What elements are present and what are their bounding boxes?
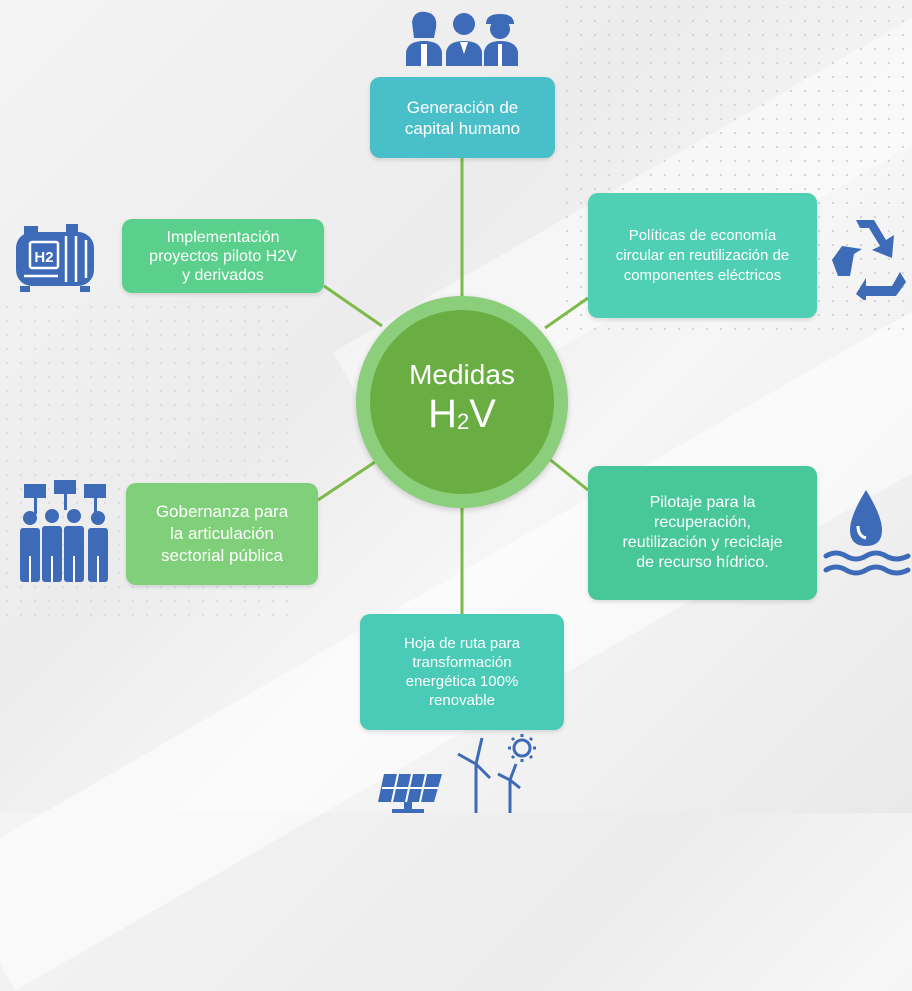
node-economia-circular: Políticas de economía circular en reutil… — [588, 193, 817, 318]
central-node-inner: Medidas H2V — [370, 310, 554, 494]
central-node: Medidas H2V — [356, 296, 568, 508]
node-gobernanza: Gobernanza para la articulación sectoria… — [126, 483, 318, 585]
protest-crowd-icon — [20, 480, 108, 582]
node-hoja-de-ruta: Hoja de ruta para transformación energét… — [360, 614, 564, 730]
water-drop-icon — [823, 490, 911, 576]
recycle-icon — [832, 220, 906, 300]
people-workers-icon — [406, 11, 518, 66]
connector-bottom-right — [547, 456, 589, 492]
node-recurso-hidrico: Pilotaje para la recuperación, reutiliza… — [588, 466, 817, 600]
solar-wind-icon — [378, 734, 536, 813]
hydrogen-tank-icon: H2 — [16, 224, 94, 292]
connector-lines — [317, 158, 589, 614]
hydrogen-label: H2 — [34, 249, 53, 266]
node-proyectos-piloto: Implementación proyectos piloto H2V y de… — [122, 219, 324, 293]
connector-top-right — [544, 296, 589, 330]
node-capital-humano: Generación de capital humano — [370, 77, 555, 158]
central-title: Medidas — [409, 359, 515, 390]
connector-bottom-left — [317, 458, 379, 502]
connector-top-left — [323, 284, 383, 328]
central-subtitle: H2V — [428, 392, 496, 436]
